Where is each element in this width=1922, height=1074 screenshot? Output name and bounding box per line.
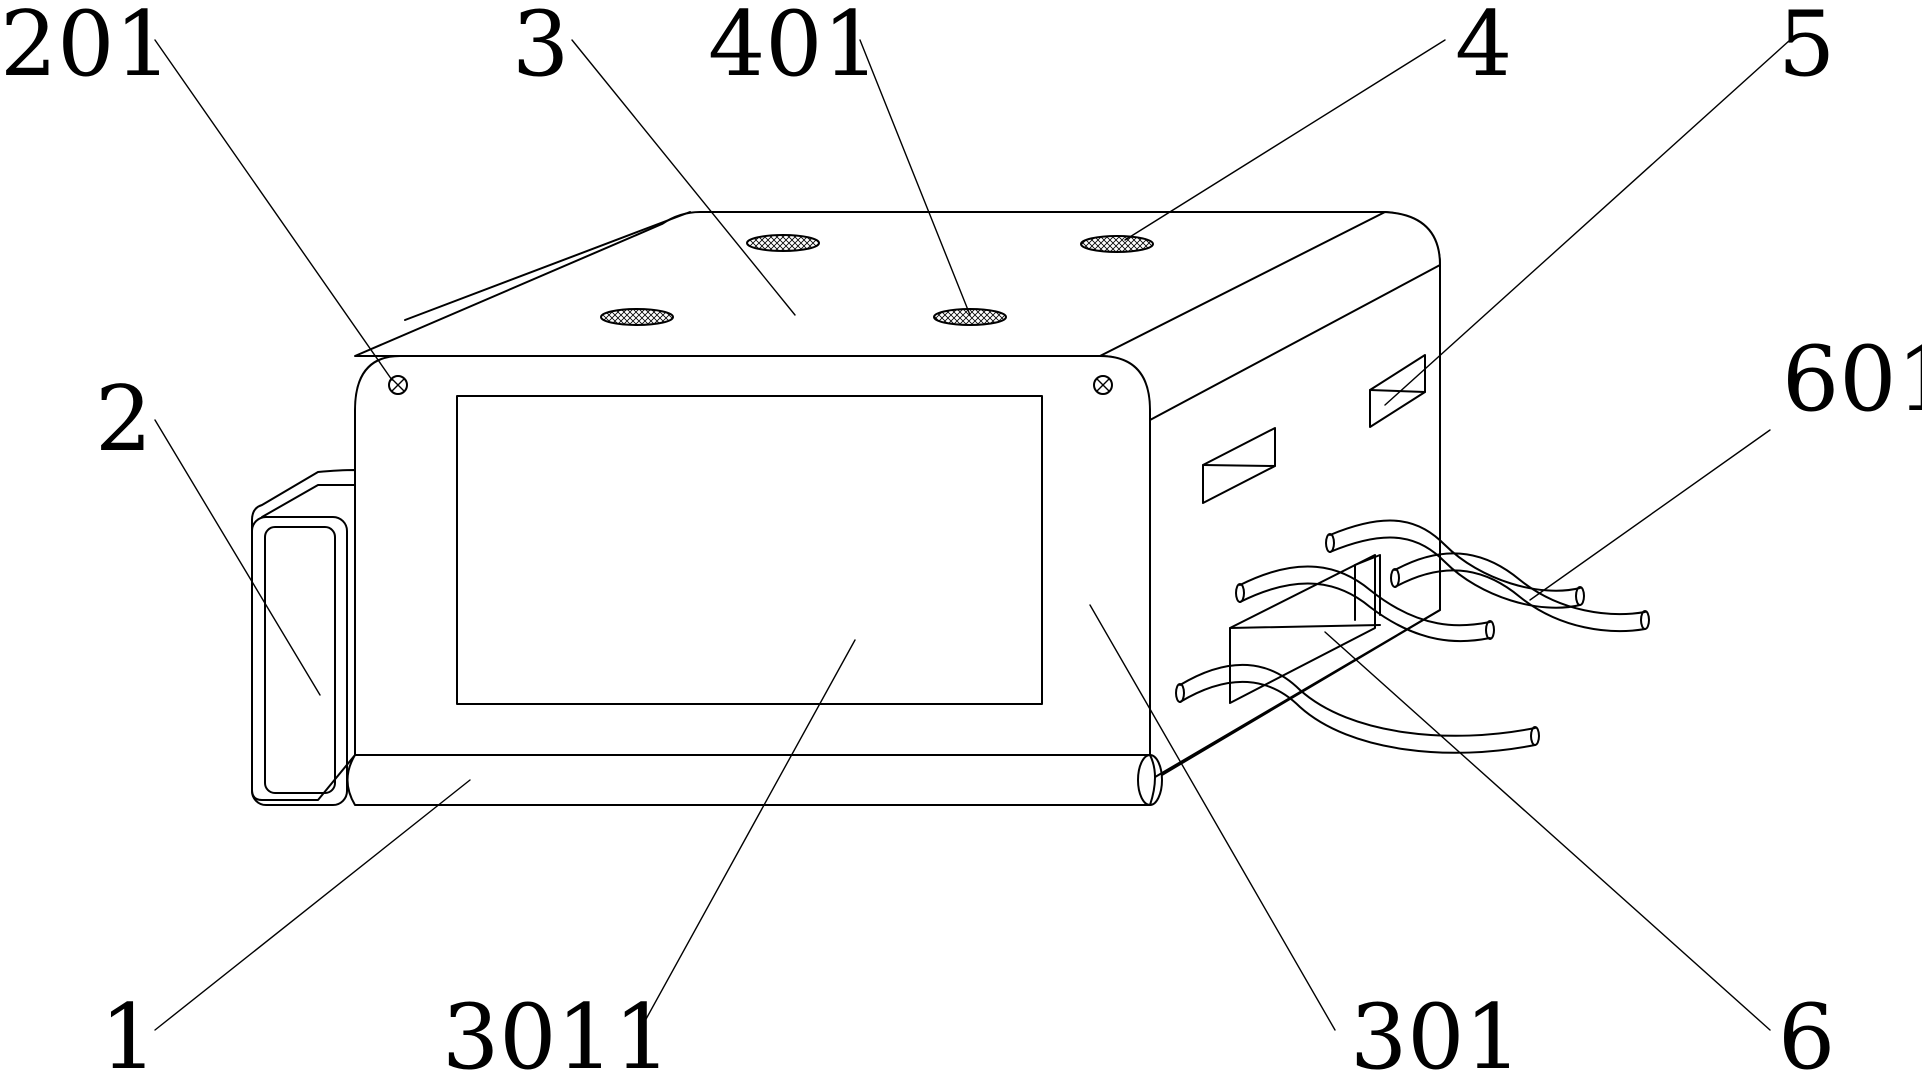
callout-401: 401 [708,0,880,97]
front-face [354,355,1151,771]
callout-3: 3 [512,0,569,97]
callout-601: 601 [1782,327,1922,432]
cables [1175,519,1650,754]
base-bar [346,609,1441,806]
display-window [456,395,1043,705]
screw-left [388,375,408,395]
callout-6: 6 [1778,985,1835,1074]
side-handle [251,469,356,806]
callout-2: 2 [95,367,152,472]
callout-201: 201 [0,0,172,97]
connector-block [1229,554,1381,704]
leader-lines [154,39,1791,1031]
callout-301: 301 [1350,985,1522,1074]
side-vents [1202,354,1426,504]
screw-right [1093,375,1113,395]
callout-3011: 3011 [442,985,671,1074]
housing [354,211,1441,781]
callout-5: 5 [1778,0,1835,97]
callout-1: 1 [100,985,157,1074]
vent-mesh-group [600,234,1154,326]
callout-4: 4 [1455,0,1512,97]
